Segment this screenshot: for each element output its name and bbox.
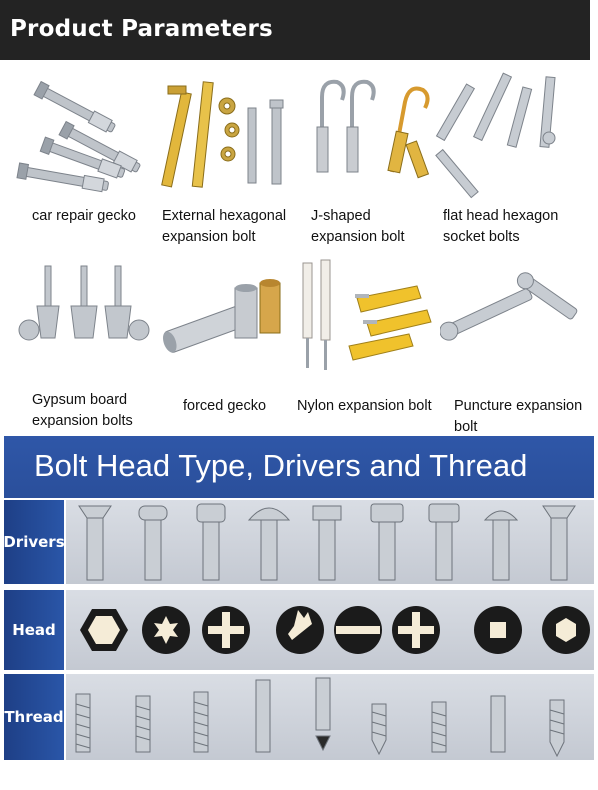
product-label: Puncture expansion bolt bbox=[454, 398, 583, 435]
nylon-expansion-bolt-image bbox=[302, 259, 432, 370]
car-repair-gecko-image bbox=[16, 80, 141, 193]
forced-gecko-image bbox=[162, 279, 281, 353]
product-label: forced gecko bbox=[183, 398, 267, 414]
product-gypsum-board-expansion-bolts: Gypsum board expansion bolts bbox=[15, 258, 165, 438]
row-label-drivers: Drivers bbox=[3, 500, 65, 584]
section-banner: Bolt Head Type, Drivers and Thread bbox=[4, 436, 594, 498]
row-label-head: Head bbox=[4, 590, 64, 670]
thread-illustrations bbox=[66, 674, 594, 760]
head-types-icon bbox=[80, 606, 590, 654]
product-external-hexagonal-expansion-bolt: External hexagonal expansion bolt bbox=[160, 72, 310, 252]
product-label: flat head hexagon socket bolts bbox=[443, 208, 559, 245]
product-label: car repair gecko bbox=[32, 208, 136, 224]
gypsum-board-bolt-image bbox=[18, 265, 150, 341]
product-car-repair-gecko: car repair gecko bbox=[15, 72, 165, 232]
product-nylon-expansion-bolt: Nylon expansion bolt bbox=[297, 258, 447, 438]
product-flat-head-hexagon-socket-bolts: flat head hexagon socket bolts bbox=[433, 72, 583, 252]
product-puncture-expansion-bolt: Puncture expansion bolt bbox=[440, 258, 590, 438]
puncture-expansion-bolt-image bbox=[440, 272, 578, 341]
drivers-illustrations bbox=[66, 500, 594, 584]
page-title: Product Parameters bbox=[10, 16, 273, 42]
product-label: J-shaped expansion bolt bbox=[311, 208, 405, 245]
thread-row: Thread bbox=[4, 674, 594, 760]
product-label: Nylon expansion bolt bbox=[297, 398, 432, 414]
product-j-shaped-expansion-bolt: J-shaped expansion bolt bbox=[297, 72, 447, 252]
flat-head-socket-bolt-image bbox=[435, 72, 556, 199]
head-illustrations bbox=[66, 590, 594, 670]
product-forced-gecko: forced gecko bbox=[160, 258, 310, 438]
row-label-thread: Thread bbox=[4, 674, 64, 760]
thread-types-icon bbox=[75, 677, 565, 758]
driver-screws-icon bbox=[78, 503, 576, 581]
j-shaped-bolt-image bbox=[316, 79, 430, 179]
section-title: Bolt Head Type, Drivers and Thread bbox=[34, 448, 528, 483]
external-hexagonal-bolt-image bbox=[161, 81, 284, 188]
drivers-row: Drivers bbox=[3, 500, 594, 584]
product-label: External hexagonal expansion bolt bbox=[162, 208, 287, 245]
page-header: Product Parameters bbox=[0, 0, 590, 60]
product-label: Gypsum board expansion bolts bbox=[32, 392, 133, 429]
head-row: Head bbox=[4, 590, 594, 670]
